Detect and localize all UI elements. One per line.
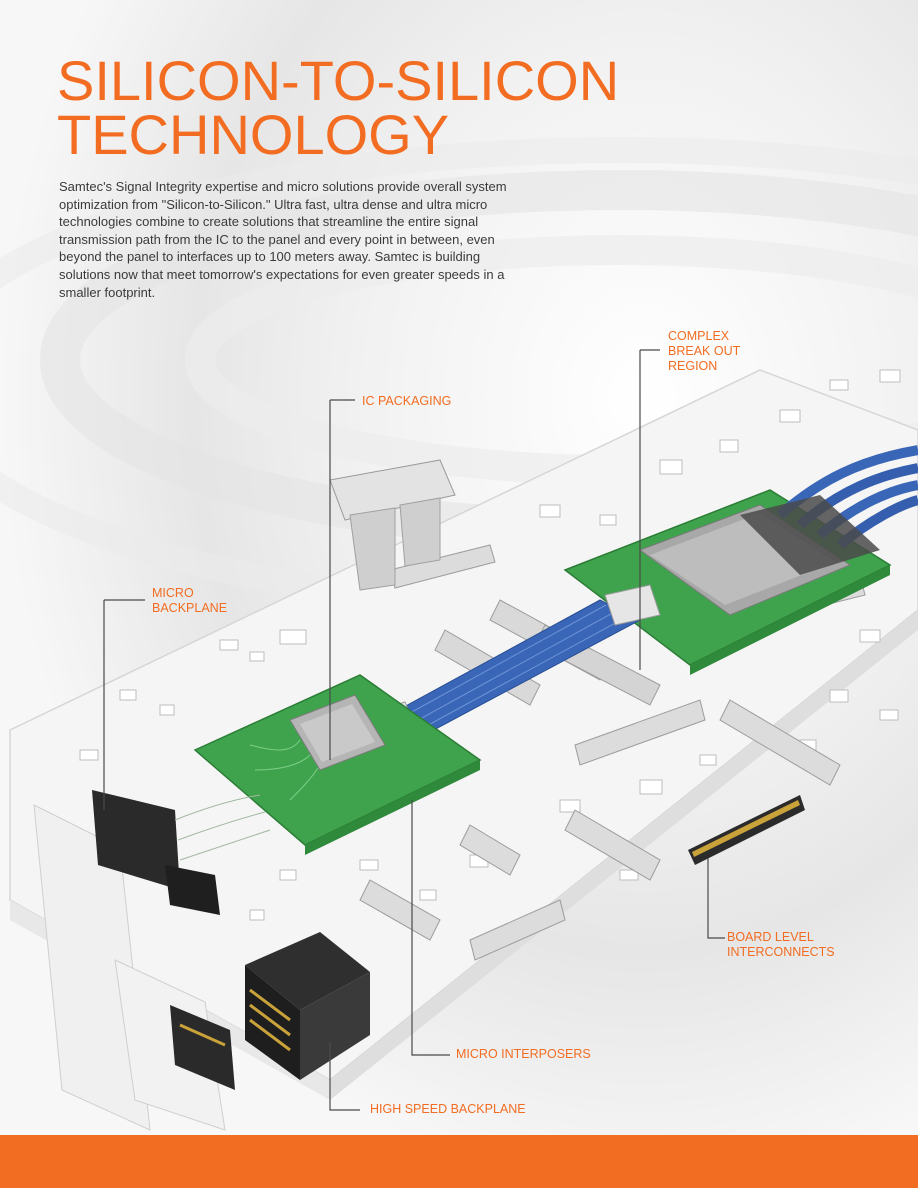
backplane-panels	[33, 804, 226, 1131]
ic-packaging-cable	[329, 459, 456, 591]
callout-ic-packaging: IC PACKAGING	[362, 394, 452, 408]
high-speed-backplane-connector	[170, 932, 370, 1090]
right-pcb	[563, 445, 918, 675]
callout-leaders	[103, 349, 725, 1111]
left-pcb	[193, 674, 482, 855]
callout-complex-breakout: COMPLEX BREAK OUT REGION	[668, 329, 741, 373]
product-illustration	[9, 349, 918, 1131]
callout-high-speed-backplane: HIGH SPEED BACKPLANE	[370, 1102, 526, 1116]
title-line-2: TECHNOLOGY	[57, 103, 450, 166]
footer-bar	[0, 1135, 918, 1188]
intro-paragraph: Samtec's Signal Integrity expertise and …	[59, 179, 507, 300]
callout-micro-interposers: MICRO INTERPOSERS	[456, 1047, 591, 1061]
board-components	[79, 369, 901, 921]
callout-micro-backplane: MICRO BACKPLANE	[152, 586, 228, 615]
callout-board-level: BOARD LEVEL INTERCONNECTS	[727, 930, 835, 959]
page-title: SILICON-TO-SILICON TECHNOLOGY	[57, 49, 620, 166]
micro-backplane-connector	[92, 790, 271, 915]
title-line-1: SILICON-TO-SILICON	[57, 49, 620, 112]
